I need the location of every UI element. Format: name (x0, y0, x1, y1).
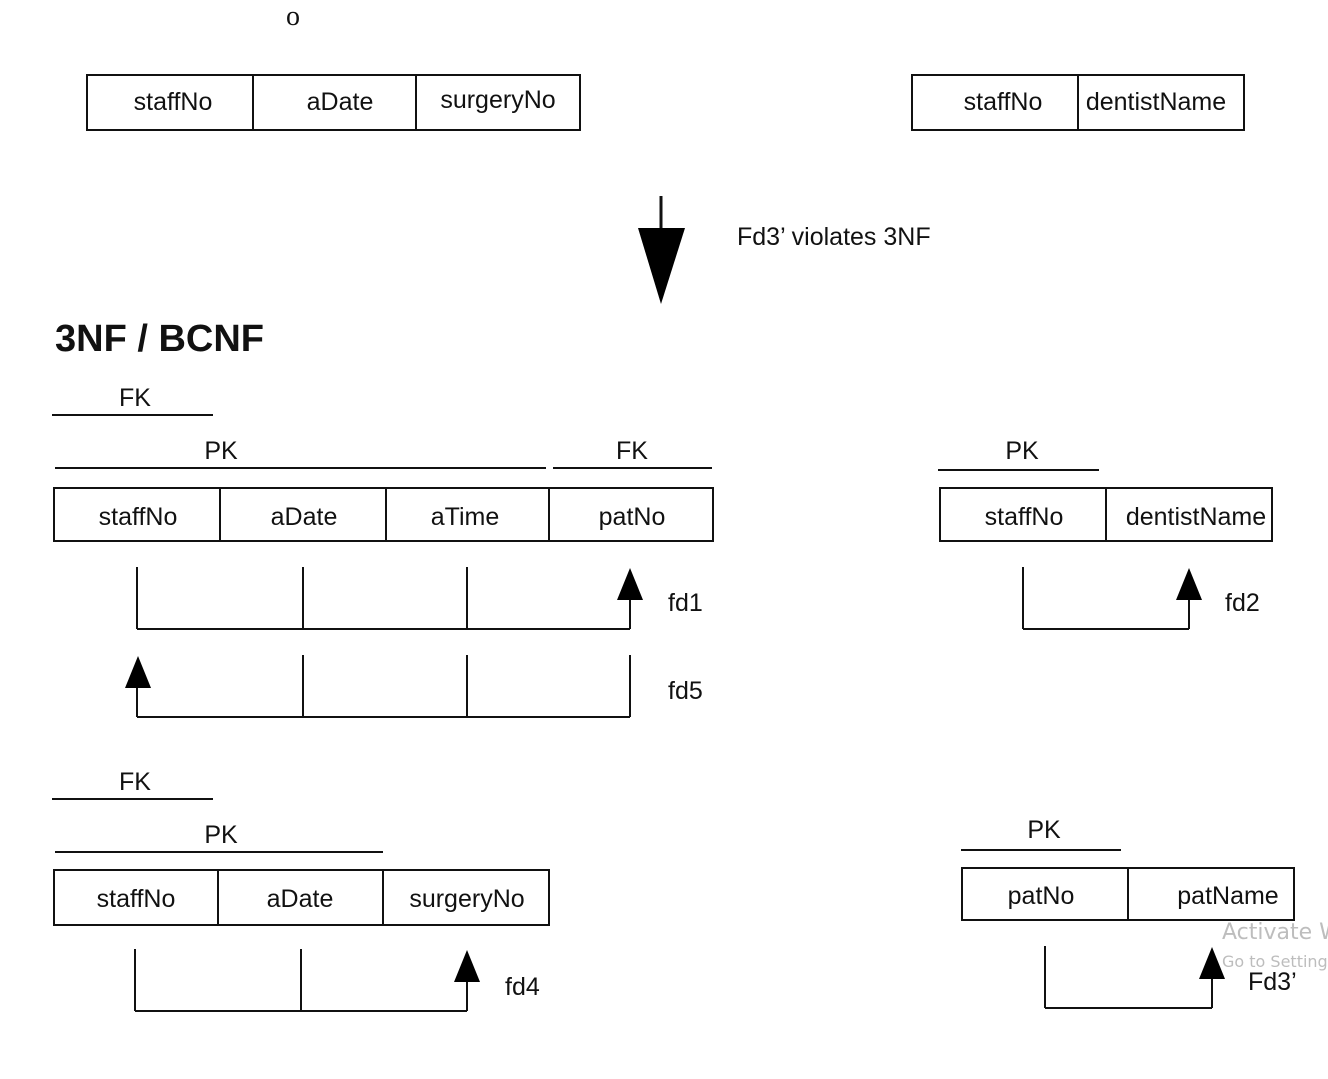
relation-staff-surgery: FK PK staffNo aDate surgeryNo fd4 (52, 768, 550, 1012)
column-staffno: staffNo (964, 88, 1043, 116)
column-staffno: staffNo (134, 88, 213, 116)
fd-label: fd5 (668, 677, 703, 705)
column-staffno: staffNo (97, 885, 176, 913)
up-arrow-icon (617, 568, 643, 600)
column-patname: patName (1177, 882, 1278, 910)
section-heading: 3NF / BCNF (55, 318, 264, 360)
watermark-activate: Activate W (1222, 920, 1328, 945)
relation-appointment-box (53, 487, 714, 542)
watermark-settings: Go to Setting (1222, 952, 1328, 971)
up-arrow-icon (125, 656, 151, 688)
column-adate: aDate (307, 88, 374, 116)
fk-label-right: FK (616, 437, 648, 465)
column-surgeryno: surgeryNo (409, 885, 524, 913)
fd-label: Fd3’ (1248, 968, 1297, 996)
down-arrow-icon (638, 228, 685, 304)
column-patno: patNo (599, 503, 666, 531)
fd4-dependency (134, 949, 480, 1012)
column-adate: aDate (267, 885, 334, 913)
column-surgeryno: surgeryNo (440, 86, 555, 114)
fk-label: FK (119, 384, 151, 412)
fk-label: FK (119, 768, 151, 796)
up-arrow-icon (454, 950, 480, 982)
column-dentistname: dentistName (1126, 503, 1266, 531)
pk-label: PK (1027, 816, 1061, 844)
top-relation-appointment-surgery-box (86, 74, 581, 131)
pk-label: PK (204, 821, 238, 849)
column-staffno: staffNo (985, 503, 1064, 531)
fd5-dependency (125, 655, 631, 718)
transition-arrow (638, 196, 685, 304)
fd-label: fd4 (505, 973, 540, 1001)
relation-dentist: PK staffNo dentistName fd2 (938, 437, 1273, 630)
column-adate: aDate (271, 503, 338, 531)
fd2-dependency (1022, 567, 1202, 630)
fd-label: fd2 (1225, 589, 1260, 617)
fd-label: fd1 (668, 589, 703, 617)
pk-label: PK (1005, 437, 1039, 465)
top-relation-dentist: staffNo dentistName (911, 74, 1245, 131)
column-dentistname: dentistName (1086, 88, 1226, 116)
relation-staff-surgery-box (53, 869, 550, 926)
fd3-dependency (1044, 946, 1225, 1009)
up-arrow-icon (1199, 947, 1225, 979)
column-staffno: staffNo (99, 503, 178, 531)
column-patno: patNo (1008, 882, 1075, 910)
top-mark: o (286, 1, 300, 32)
relation-patient: PK patNo patName (961, 816, 1295, 1009)
relation-appointment: FK PK FK staffNo aDate aTime patNo fd1 (52, 384, 714, 718)
column-atime: aTime (431, 503, 500, 531)
up-arrow-icon (1176, 568, 1202, 600)
pk-label: PK (204, 437, 238, 465)
transition-note: Fd3’ violates 3NF (737, 223, 931, 251)
fd1-dependency (136, 567, 643, 630)
top-relation-appointment-surgery: staffNo aDate surgeryNo (86, 74, 581, 131)
